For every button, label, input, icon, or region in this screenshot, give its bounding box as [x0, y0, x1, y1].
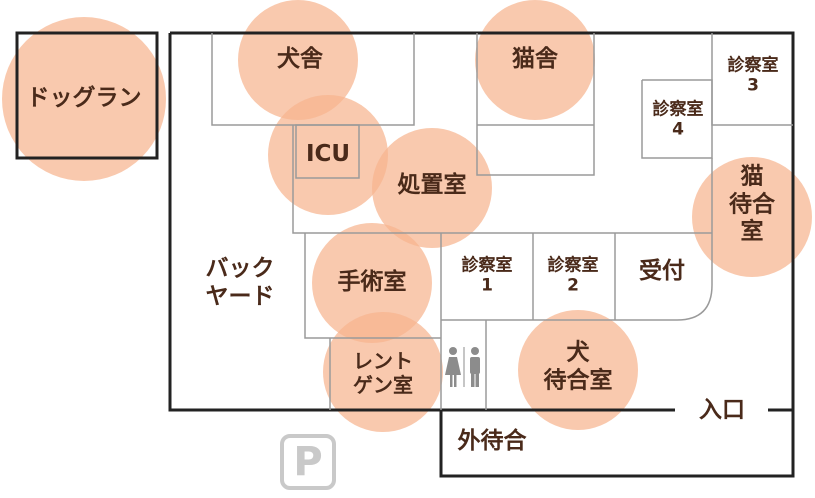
- room-label-backyard: バック ヤード: [205, 255, 275, 309]
- restroom-icon: [445, 347, 480, 387]
- treatment-room-highlight: [372, 128, 492, 248]
- room-label-reception: 受付: [639, 258, 685, 285]
- cat-kennel-partition: [476, 33, 595, 176]
- dog-run-highlight: [2, 17, 166, 181]
- room-label-exam-room-4: 診察室 4: [652, 99, 704, 140]
- cat-waiting-highlight: [692, 157, 812, 277]
- room-label-surgery-room: 手術室: [337, 269, 407, 296]
- room-label-treatment-room: 処置室: [397, 172, 467, 199]
- entrance-label: 入口: [699, 397, 745, 424]
- building-west-wall: [168, 33, 675, 412]
- room-label-exam-room-1: 診察室 1: [461, 255, 513, 296]
- room-label-exam-room-2: 診察室 2: [547, 255, 599, 296]
- outer-walls: [15, 31, 795, 478]
- dog-run-wall: [15, 31, 159, 160]
- outdoor-waiting-wall: [439, 410, 795, 478]
- parking-icon: P: [280, 434, 336, 490]
- treatment-wall: [292, 125, 712, 234]
- dog-waiting-highlight: [518, 310, 638, 430]
- room-label-cat-waiting: 猫 待合室: [729, 163, 775, 245]
- cat-kennel-highlight: [475, 0, 595, 120]
- surgery-partition: [304, 233, 441, 339]
- room-label-dog-kennel: 犬舎: [277, 46, 323, 73]
- exam3-partition: [711, 33, 793, 126]
- partitions: [211, 33, 793, 410]
- room-label-exam-room-3: 診察室 3: [727, 55, 779, 96]
- dog-kennel-highlight: [238, 0, 358, 120]
- building-wall: [170, 31, 795, 410]
- reception-wall: [441, 158, 713, 321]
- room-label-dog-waiting: 犬 待合室: [543, 339, 613, 393]
- icu-partition: [295, 124, 360, 179]
- xray-room-highlight: [323, 312, 443, 432]
- room-label-icu: ICU: [305, 141, 351, 168]
- room-label-outdoor-waiting: 外待合: [457, 428, 527, 455]
- room-label-cat-kennel: 猫舎: [512, 46, 558, 73]
- surgery-room-highlight: [312, 223, 432, 343]
- room-label-xray-room: レント ゲン室: [353, 349, 413, 397]
- room-label-dog-run: ドッグラン: [26, 85, 142, 112]
